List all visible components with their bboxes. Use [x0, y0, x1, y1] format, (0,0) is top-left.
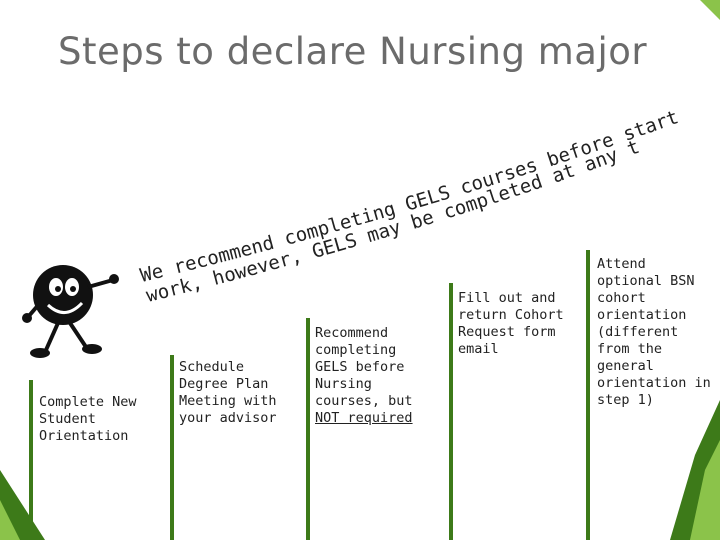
bottom-right-triangle-light	[690, 440, 720, 540]
step-bar-5	[586, 250, 590, 540]
step-bar-4	[449, 283, 453, 540]
step-3: Recommend completing GELS before Nursing…	[315, 325, 413, 427]
step-2: Schedule Degree Plan Meeting with your a…	[179, 359, 277, 427]
step-1-line: Complete New	[39, 394, 137, 410]
step-3-line: NOT required	[315, 410, 413, 426]
running-mascot-icon	[22, 265, 119, 358]
step-2-line: Degree Plan	[179, 376, 269, 392]
step-5-line: cohort	[597, 290, 646, 306]
step-4-line: Request form	[458, 324, 556, 340]
step-1-line: Student	[39, 411, 96, 427]
step-5: Attend optional BSN cohort orientation (…	[597, 256, 711, 409]
slide-title: Steps to declare Nursing major	[58, 30, 648, 73]
step-3-line: Recommend	[315, 325, 389, 341]
step-3-line: courses, but	[315, 393, 413, 409]
step-1-line: Orientation	[39, 428, 129, 444]
step-5-line: general	[597, 358, 654, 374]
step-3-line: Nursing	[315, 376, 372, 392]
step-5-line: (different	[597, 324, 679, 340]
step-2-line: your advisor	[179, 410, 277, 426]
step-5-line: from the	[597, 341, 663, 357]
bottom-left-triangle-light	[0, 500, 20, 540]
step-2-line: Schedule	[179, 359, 245, 375]
step-4-line: return Cohort	[458, 307, 564, 323]
step-4-line: email	[458, 341, 499, 357]
top-right-triangle	[700, 0, 720, 20]
step-4-line: Fill out and	[458, 290, 556, 306]
step-1: Complete New Student Orientation	[39, 394, 137, 445]
step-5-line: step 1)	[597, 392, 654, 408]
step-bar-3	[306, 318, 310, 540]
step-bar-2	[170, 355, 174, 540]
step-3-line: completing	[315, 342, 397, 358]
step-5-line: orientation in	[597, 375, 711, 391]
step-5-line: Attend	[597, 256, 646, 272]
step-4: Fill out and return Cohort Request form …	[458, 290, 564, 358]
step-3-line: GELS before	[315, 359, 405, 375]
step-5-line: optional BSN	[597, 273, 695, 289]
step-2-line: Meeting with	[179, 393, 277, 409]
step-bar-1	[29, 380, 33, 540]
step-5-line: orientation	[597, 307, 687, 323]
